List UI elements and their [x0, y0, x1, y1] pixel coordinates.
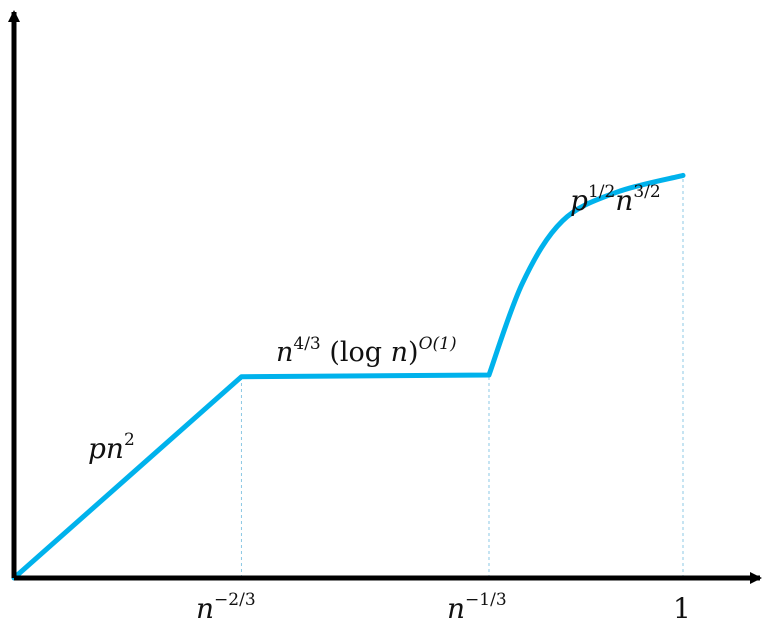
annotation-n43: n4/3​ (log n)O(1)​ — [276, 334, 457, 368]
annotation-pn2: pn2​ — [88, 430, 135, 465]
annotations: pn2​ n4/3​ (log n)O(1)​ p1/2​n3/2​ — [88, 182, 661, 465]
tick-label-n13: n−1/3​ — [447, 590, 507, 625]
tick-label-n23: n−2/3​ — [196, 590, 256, 625]
tick-label-one: 1 — [673, 592, 691, 625]
tick-labels: n−2/3​ n−1/3​ 1 — [196, 590, 691, 625]
series-line — [11, 172, 686, 581]
guide-lines — [240, 175, 684, 578]
annotation-p12n32: p1/2​n3/2​ — [570, 182, 661, 217]
axes — [7, 10, 762, 584]
